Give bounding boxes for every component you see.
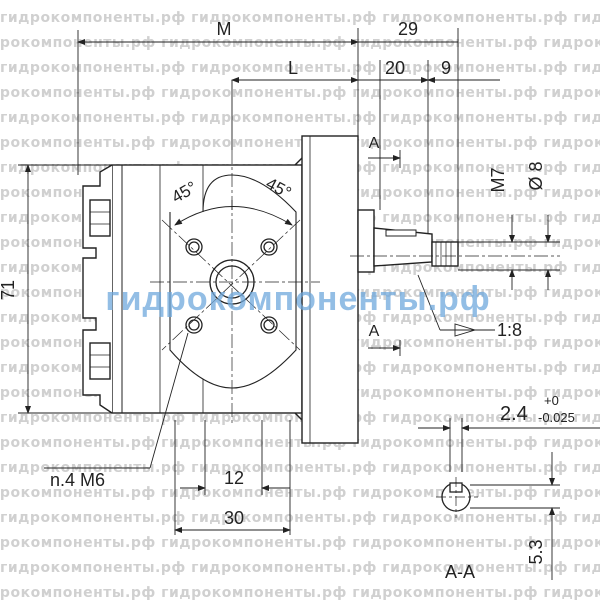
watermark-row: гидрокомпоненты.рф гидрокомпоненты.рф ги… <box>0 435 600 451</box>
dim-key-width: 2.4 <box>500 403 528 425</box>
watermark-row: гидрокомпоненты.рф гидрокомпоненты.рф ги… <box>0 10 600 26</box>
dim-l: L <box>288 58 298 78</box>
section-mark-top: A <box>369 135 380 152</box>
watermark-row: гидрокомпоненты.рф гидрокомпоненты.рф ги… <box>0 585 600 600</box>
angle-arc <box>174 200 293 226</box>
dim-29: 29 <box>398 19 418 39</box>
center-lines <box>150 150 560 425</box>
watermark-row: гидрокомпоненты.рф гидрокомпоненты.рф ги… <box>0 60 600 76</box>
dim-m7: M7 <box>488 167 508 192</box>
watermark-main: гидрокомпоненты.рф <box>105 280 490 318</box>
watermark-row: гидрокомпоненты.рф гидрокомпоненты.рф ги… <box>0 535 600 551</box>
watermark-row: гидрокомпоненты.рф гидрокомпоненты.рф ги… <box>0 85 600 101</box>
bolt-hole <box>260 238 278 256</box>
holes-label: n.4 M6 <box>50 470 105 490</box>
dim-12: 12 <box>224 468 244 488</box>
dim-9: 9 <box>441 58 451 78</box>
watermark-row: гидрокомпоненты.рф гидрокомпоненты.рф ги… <box>0 560 600 576</box>
dim-30: 30 <box>224 508 244 528</box>
watermark-row: гидрокомпоненты.рф гидрокомпоненты.рф ги… <box>0 110 600 126</box>
section-mark-bottom: A <box>369 323 380 340</box>
dim-5-3: 5.3 <box>526 539 546 564</box>
dim-20: 20 <box>385 58 405 78</box>
dim-m: M <box>217 19 232 39</box>
watermark-row: гидрокомпоненты.рф гидрокомпоненты.рф ги… <box>0 510 600 526</box>
bolt-hole <box>260 316 278 334</box>
taper-label: 1:8 <box>497 320 522 340</box>
watermark-row: гидрокомпоненты.рф гидрокомпоненты.рф ги… <box>0 35 600 51</box>
bolt-hole <box>185 316 203 334</box>
dim-dia8: Ø 8 <box>526 161 546 190</box>
section-label: A-A <box>445 562 475 582</box>
tol-upper: +0 <box>544 393 559 408</box>
watermark-row: гидрокомпоненты.рф гидрокомпоненты.рф ги… <box>0 135 600 151</box>
section-view <box>436 477 478 518</box>
dim-71: 71 <box>0 280 18 300</box>
dimension-lines <box>18 28 600 580</box>
bolt-hole <box>185 238 203 256</box>
tol-lower: -0.025 <box>538 410 575 425</box>
